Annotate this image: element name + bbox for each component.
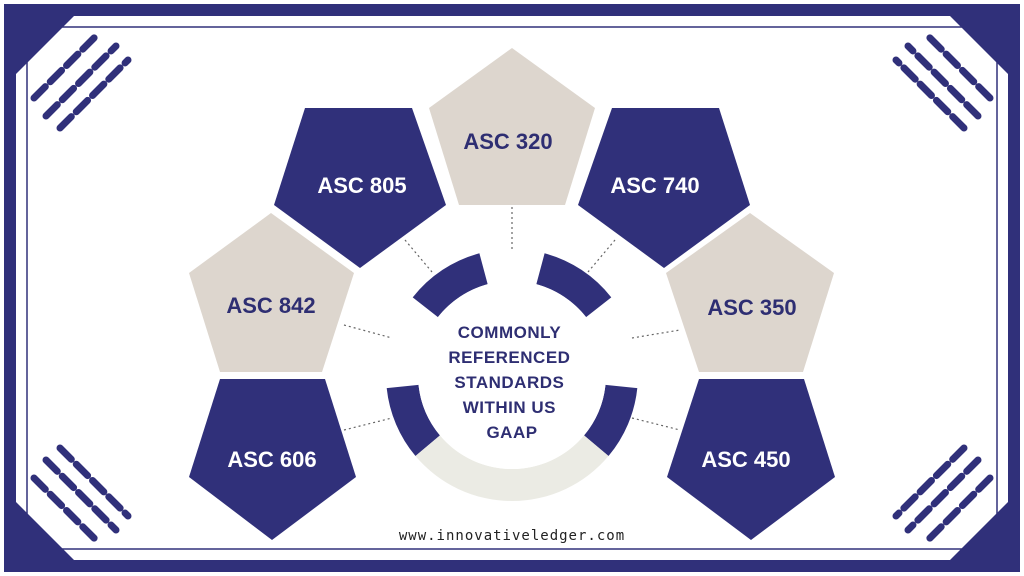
corner-stripe: [42, 42, 120, 120]
ring-segment: [412, 253, 488, 318]
corner-stripe: [30, 30, 102, 102]
center-line: STANDARDS: [454, 373, 564, 392]
standard-asc-450: ASC 450: [667, 379, 835, 540]
corner-ornament: [16, 16, 132, 132]
pentagon-shape: [429, 48, 595, 205]
corner-stripe: [904, 42, 982, 120]
corner-ornament: [892, 444, 1008, 560]
standard-label: ASC 842: [226, 293, 315, 318]
standard-label: ASC 740: [610, 173, 699, 198]
connector-line: [587, 239, 616, 273]
center-line: REFERENCED: [448, 348, 570, 367]
corner-triangle: [16, 502, 74, 560]
standard-label: ASC 450: [701, 447, 790, 472]
center-line: GAAP: [486, 423, 537, 442]
corner-stripe: [892, 444, 968, 520]
standard-asc-606: ASC 606: [189, 379, 356, 540]
center-ring: [386, 253, 638, 501]
ring-segment: [536, 253, 612, 318]
website-url: www.innovativeledger.com: [399, 528, 625, 544]
connector-line: [343, 417, 393, 431]
standard-asc-350: ASC 350: [666, 213, 834, 372]
pentagon-shape: [274, 108, 446, 268]
corner-stripe: [922, 30, 994, 102]
corner-stripe: [892, 56, 968, 132]
pentagon-shape: [189, 213, 354, 372]
connector-line: [343, 324, 393, 339]
pentagon-shape: [666, 213, 834, 372]
corner-triangle: [16, 16, 74, 74]
corner-ornaments: [16, 16, 1008, 560]
corner-stripe: [56, 56, 132, 132]
center-line: WITHIN US: [463, 398, 556, 417]
corner-stripe: [56, 444, 132, 520]
standard-label: ASC 320: [463, 129, 552, 154]
standard-asc-805: ASC 805: [274, 108, 446, 268]
corner-stripe: [42, 456, 120, 534]
corner-stripe: [904, 456, 982, 534]
center-line: COMMONLY: [458, 323, 562, 342]
corner-stripe: [30, 474, 102, 546]
corner-ornament: [892, 16, 1008, 132]
pentagon-shape: [578, 108, 750, 268]
corner-ornament: [16, 444, 132, 560]
ring-center: [418, 281, 606, 469]
standard-label: ASC 350: [707, 295, 796, 320]
connector-lines: [343, 207, 681, 431]
pentagon-shape: [667, 379, 835, 540]
connector-line: [631, 417, 681, 431]
standard-asc-740: ASC 740: [578, 108, 750, 268]
standard-label: ASC 805: [317, 173, 406, 198]
standard-label: ASC 606: [227, 447, 316, 472]
connector-line: [631, 329, 681, 339]
standard-asc-842: ASC 842: [189, 213, 354, 372]
corner-stripe: [922, 474, 994, 546]
corner-triangle: [950, 502, 1008, 560]
pentagon-shape: [189, 379, 356, 540]
standard-asc-320: ASC 320: [429, 48, 595, 205]
ring-segment: [584, 384, 638, 456]
ring-segment: [386, 384, 440, 456]
connector-line: [404, 239, 433, 273]
center-title: COMMONLY REFERENCED STANDARDS WITHIN US …: [448, 323, 575, 442]
ring-segment: [415, 435, 609, 501]
corner-triangle: [950, 16, 1008, 74]
